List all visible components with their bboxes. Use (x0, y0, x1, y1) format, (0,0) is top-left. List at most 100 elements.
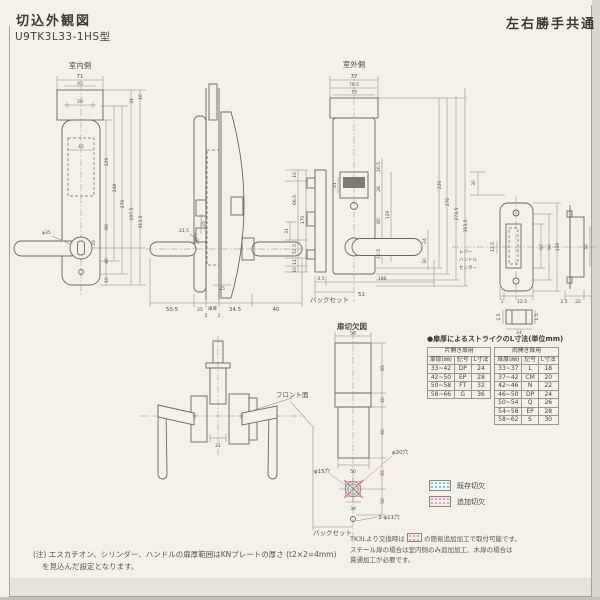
svg-text:110: 110 (555, 243, 561, 252)
dimension-lines (209, 434, 227, 442)
page-title: 切込外観図 (16, 14, 92, 29)
scan-edge (0, 597, 600, 600)
svg-text:25: 25 (197, 307, 203, 313)
cyan-hatch-swatch (429, 480, 451, 491)
scan-shadow-right (592, 0, 600, 600)
svg-text:10: 10 (292, 172, 298, 178)
col-header: 扉厚(㎜) (494, 355, 523, 365)
scan-shadow-bottom (10, 578, 591, 596)
screw (78, 269, 84, 275)
svg-text:バックセット: バックセット (313, 529, 352, 537)
dimension-lines (56, 76, 146, 286)
svg-text:2.5: 2.5 (496, 313, 502, 320)
svg-text:4.5: 4.5 (317, 276, 324, 282)
table-header: 片開き扉用 (426, 347, 492, 357)
svg-text:2.5: 2.5 (560, 299, 567, 305)
footnote-line1: (注) エスカチオン、シリンダー、ハンドルの扉厚範囲はKNプレートの厚さ (t2… (33, 550, 337, 559)
svg-text:85: 85 (380, 365, 386, 371)
col-header: 記号 (453, 355, 472, 365)
cylinder-body-top (209, 367, 227, 405)
svg-text:58: 58 (350, 331, 356, 337)
col-header: 扉厚(㎜) (427, 355, 455, 365)
view-label: 室外側 (343, 59, 366, 69)
strike-side-view (566, 205, 585, 289)
view-cutout: 扉切欠図 (312, 321, 409, 545)
svg-text:25: 25 (219, 286, 225, 292)
svg-text:270: 270 (120, 200, 126, 209)
svg-text:129: 129 (385, 211, 391, 220)
svg-text:3-φ11穴: 3-φ11穴 (378, 513, 400, 521)
col-header: 記号 (521, 355, 539, 365)
hub-cross-marks (192, 413, 244, 419)
view-topview: フロント面 21 (140, 336, 314, 480)
cylinder-slot (343, 177, 365, 188)
view-side: 50.5 25 扉厚 34.5 40 2 2 21.5 25 20 25 (146, 83, 308, 319)
svg-text:16: 16 (138, 94, 144, 100)
dimension-lines (313, 332, 386, 528)
dim-labels: 71 45 20 45 16 31 129 249 270 297.5 313.… (42, 74, 144, 283)
cylinder-side (230, 196, 244, 216)
dim-labels: 58 85 20 90 50 55 50 34 φ20穴 φ15穴 3-φ11穴… (313, 331, 409, 538)
spindle-stem (208, 83, 218, 121)
left-lever-grip (157, 408, 168, 480)
svg-text:50: 50 (380, 498, 386, 504)
svg-text:12.5: 12.5 (517, 299, 527, 305)
legend-label: 既存切欠 (457, 481, 485, 490)
svg-text:40: 40 (104, 258, 110, 264)
latch-dimension-stack: 10 66.5 170 31 52.5 11 10 (284, 169, 308, 273)
handle-hub (69, 236, 93, 260)
dim-labels: 10 66.5 170 31 52.5 11 10 (284, 172, 306, 273)
svg-text:80: 80 (376, 218, 382, 224)
cutout-legend: 既存切欠 追加切欠 (429, 480, 485, 512)
latch-opening (505, 223, 522, 269)
svg-text:2: 2 (218, 313, 221, 319)
svg-text:25: 25 (201, 221, 207, 227)
svg-text:φ35: φ35 (42, 230, 51, 236)
svg-text:90: 90 (547, 244, 553, 250)
svg-text:30: 30 (422, 258, 428, 264)
svg-text:バックセット: バックセット (310, 296, 349, 304)
svg-text:21: 21 (332, 182, 338, 188)
svg-text:273.5: 273.5 (454, 207, 460, 220)
hidden-cutout (67, 137, 95, 197)
svg-text:2: 2 (205, 313, 208, 319)
dim-labels: 30 12.5 67 90 110 30 2.5 22 1 12.5 レバー ハ… (459, 180, 590, 305)
svg-text:20: 20 (380, 397, 386, 403)
svg-text:30: 30 (471, 180, 477, 186)
view-exterior: 室外側 (306, 59, 469, 304)
cutout-title: 扉切欠図 (336, 321, 367, 331)
svg-text:ハンドル: ハンドル (459, 258, 477, 263)
view-strike: 30 12.5 67 90 110 30 2.5 22 1 12.5 レバー ハ… (452, 171, 596, 336)
exterior-lever-handle (351, 238, 423, 256)
cylinder-screw (350, 202, 358, 210)
model-number: U9TK3L33-1HS型 (15, 31, 111, 43)
strike-lip-detail: 2.5 24 1.5 (496, 309, 540, 336)
footnote-line2: を見込んだ設定となります。 (42, 562, 139, 571)
note-line: 貫通加工が必要です。 (350, 556, 415, 564)
hole-phi11 (350, 516, 356, 522)
svg-text:11: 11 (292, 259, 298, 265)
note-line: TK3Lより交換時は の簡易追加加工で取付可能です。 (350, 533, 521, 543)
svg-text:129: 129 (104, 158, 110, 167)
page-edge-right (591, 5, 592, 597)
svg-text:40: 40 (273, 307, 280, 313)
svg-text:1: 1 (501, 299, 504, 305)
svg-text:297.5: 297.5 (129, 207, 135, 220)
svg-text:1.5: 1.5 (534, 313, 540, 320)
svg-text:26: 26 (376, 186, 382, 192)
svg-text:34.5: 34.5 (229, 307, 242, 313)
pink-hatch-swatch (429, 496, 451, 507)
svg-text:レバー: レバー (459, 249, 473, 255)
box-hidden (508, 227, 519, 265)
dimension-lines (470, 171, 592, 300)
svg-text:170: 170 (300, 216, 306, 225)
dim-label: 21 (215, 443, 221, 449)
svg-text:45: 45 (78, 144, 84, 150)
